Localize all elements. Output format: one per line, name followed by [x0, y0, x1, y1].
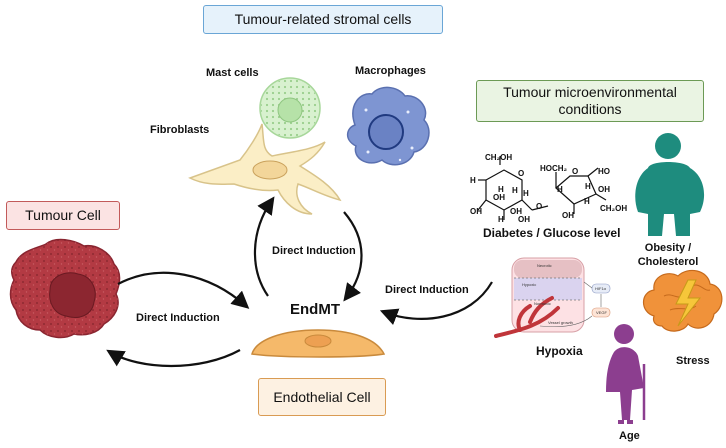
age-person-icon [606, 324, 646, 424]
chem-label: CH₂OH [600, 204, 627, 213]
chem-label: H [498, 215, 504, 224]
hypoxia-hif1a-label: HIF1α [595, 286, 607, 291]
chem-label: CH₂OH [485, 153, 512, 162]
obesity-label: Obesity / Cholesterol [637, 242, 699, 268]
fibroblasts-label: Fibroblasts [150, 124, 210, 136]
chem-label: H [523, 189, 529, 198]
chem-label: H [498, 185, 504, 194]
direct-induction-microenv-label: Direct Induction [385, 284, 469, 296]
endothelial-cell-header-text: Endothelial Cell [273, 388, 371, 405]
tumour-cell-header: Tumour Cell [6, 201, 120, 230]
endmt-label: EndMT [290, 301, 340, 318]
stress-brain-icon [642, 269, 723, 332]
hypoxia-hypoxic-label: Hypoxic [522, 282, 536, 287]
arrow-microenv-to-endmt [379, 281, 493, 325]
chem-label: H [585, 182, 591, 191]
chem-label: H [557, 185, 563, 194]
chem-label: OH [518, 215, 530, 224]
arrow-tumour-to-endmt [117, 271, 250, 309]
sucrose-labels: CH₂OH H O H OH H OH OH H H OH O HOCH₂ O … [470, 153, 627, 224]
mast-cell-icon [259, 77, 321, 139]
chem-label: OH [562, 211, 574, 220]
chem-label: H [512, 186, 518, 195]
chem-label: OH [470, 207, 482, 216]
chem-label: H [470, 176, 476, 185]
hypoxia-vessel-growth-label: Vessel growth [548, 320, 573, 325]
hypoxia-icon: Necrotic Hypoxic Normoxic HIF1α VEGF Ves… [494, 257, 611, 338]
endothelial-cell-icon [251, 329, 386, 358]
direct-induction-tumour-label: Direct Induction [136, 312, 220, 324]
stress-label: Stress [676, 355, 710, 367]
stromal-cells-header: Tumour-related stromal cells [203, 5, 443, 34]
endothelial-cell-header: Endothelial Cell [258, 378, 386, 416]
age-label: Age [619, 430, 640, 442]
chem-label: O [518, 169, 524, 178]
chem-label: O [536, 202, 542, 211]
fibroblast-icon [188, 123, 342, 215]
diabetes-label: Diabetes / Glucose level [483, 226, 621, 240]
sucrose-structure-icon [477, 156, 607, 220]
hypoxia-normoxic-label: Normoxic [534, 301, 551, 306]
microenv-header: Tumour microenvironmental conditions [476, 80, 704, 122]
hypoxia-vegf-label: VEGF [596, 310, 607, 315]
chem-label: H [584, 197, 590, 206]
arrow-endmt-to-fibroblast [253, 196, 275, 297]
tumour-cell-header-text: Tumour Cell [25, 207, 101, 223]
chem-label: OH [493, 193, 505, 202]
arrow-stromal-to-endmt [343, 211, 363, 302]
chem-label: OH [510, 207, 522, 216]
macrophage-icon [346, 86, 430, 166]
stromal-cells-header-text: Tumour-related stromal cells [234, 11, 412, 27]
hypoxia-necrotic-label: Necrotic [537, 263, 552, 268]
direct-induction-stromal-label: Direct Induction [272, 245, 356, 257]
chem-label: OH [598, 185, 610, 194]
chem-label: O [572, 167, 578, 176]
arrow-endmt-to-tumour [106, 349, 241, 368]
hypoxia-label: Hypoxia [536, 344, 583, 358]
chem-label: HOCH₂ [540, 164, 568, 173]
macrophages-label: Macrophages [355, 65, 426, 77]
microenv-header-text: Tumour microenvironmental conditions [503, 84, 677, 117]
tumour-cell-icon [9, 238, 121, 339]
mast-cells-label: Mast cells [206, 67, 259, 79]
chem-label: HO [598, 167, 610, 176]
obesity-person-icon [635, 133, 705, 236]
